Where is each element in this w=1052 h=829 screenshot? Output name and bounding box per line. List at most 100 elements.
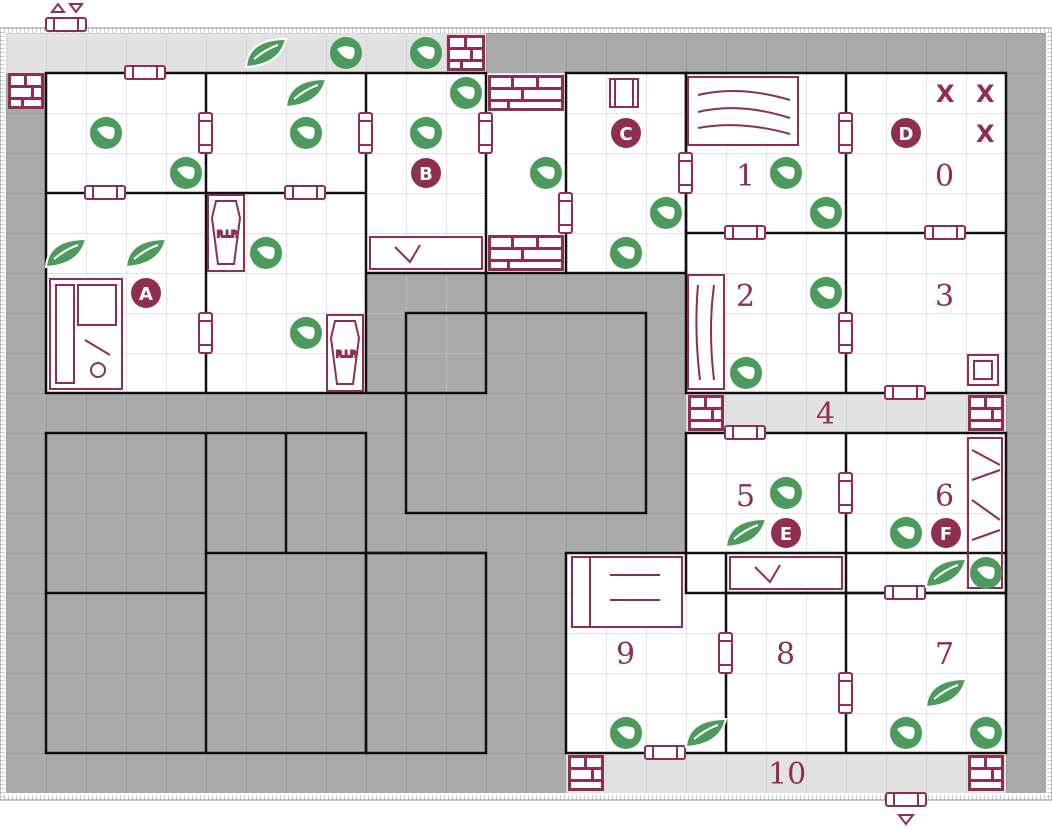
coffin: R.I.P.: [207, 194, 245, 272]
alchemy-table: [49, 278, 123, 390]
rack: [571, 556, 683, 628]
objective-marker-e[interactable]: E: [771, 518, 801, 548]
zombie-token[interactable]: [810, 277, 842, 309]
room-label: 7: [935, 637, 954, 672]
stone-wall-block: [968, 395, 1004, 431]
door[interactable]: [838, 112, 853, 154]
x-mark: X: [936, 80, 955, 108]
leaf-token[interactable]: [924, 677, 968, 709]
room-label: 8: [776, 637, 795, 672]
door[interactable]: [924, 225, 966, 240]
stone-blocks: [8, 35, 1004, 791]
zombie-token[interactable]: [610, 237, 642, 269]
exit-bottom[interactable]: [885, 792, 927, 826]
zombie-token[interactable]: [890, 717, 922, 749]
zombie-token[interactable]: [530, 157, 562, 189]
zombie-token[interactable]: [770, 157, 802, 189]
zombie-token[interactable]: [410, 37, 442, 69]
door[interactable]: [884, 385, 926, 400]
door[interactable]: [724, 425, 766, 440]
leaf-token[interactable]: [244, 37, 288, 69]
door[interactable]: [678, 152, 693, 194]
wooden-table: [687, 274, 725, 390]
objective-marker-f[interactable]: F: [931, 518, 961, 548]
door[interactable]: [198, 312, 213, 354]
corridors: [6, 33, 1006, 793]
objective-marker-d[interactable]: D: [891, 118, 921, 148]
token-layer: [44, 37, 1002, 749]
x-mark: X: [976, 120, 995, 148]
chest: [609, 78, 639, 108]
svg-text:R.I.P.: R.I.P.: [217, 230, 238, 240]
stairs-up-down-icon: [45, 2, 87, 32]
doors: [84, 65, 966, 760]
room-label: 4: [816, 397, 835, 432]
zombie-token[interactable]: [330, 37, 362, 69]
coffin: R.I.P.: [326, 314, 364, 392]
room-label: 5: [736, 479, 755, 514]
room-label: 6: [935, 479, 954, 514]
svg-text:A: A: [139, 284, 153, 305]
objective-marker-c[interactable]: C: [611, 118, 641, 148]
door[interactable]: [124, 65, 166, 80]
zombie-token[interactable]: [970, 717, 1002, 749]
door[interactable]: [284, 185, 326, 200]
leaf-token[interactable]: [124, 237, 168, 269]
zombie-token[interactable]: [810, 197, 842, 229]
door[interactable]: [718, 632, 733, 674]
door[interactable]: [838, 672, 853, 714]
stairs-down-icon: [885, 792, 927, 826]
door[interactable]: [884, 585, 926, 600]
stone-wall-block: [488, 235, 564, 271]
door[interactable]: [838, 312, 853, 354]
leaf-token[interactable]: [44, 237, 88, 269]
zombie-token[interactable]: [250, 237, 282, 269]
stone-wall-block: [968, 755, 1004, 791]
leaf-token[interactable]: [284, 77, 328, 109]
zombie-token[interactable]: [290, 117, 322, 149]
door[interactable]: [84, 185, 126, 200]
x-marks: X X X: [936, 80, 995, 148]
zombie-token[interactable]: [170, 157, 202, 189]
door[interactable]: [558, 192, 573, 234]
exit-top[interactable]: [45, 2, 87, 32]
svg-text:R.I.P.: R.I.P.: [336, 350, 357, 360]
door[interactable]: [358, 112, 373, 154]
room-label: 10: [768, 757, 806, 792]
bench: [369, 236, 483, 270]
zombie-token[interactable]: [890, 517, 922, 549]
door[interactable]: [838, 472, 853, 514]
svg-text:B: B: [419, 164, 433, 185]
objective-marker-a[interactable]: A: [131, 278, 161, 308]
door[interactable]: [644, 745, 686, 760]
zombie-token[interactable]: [410, 117, 442, 149]
zombie-token[interactable]: [970, 557, 1002, 589]
door[interactable]: [478, 112, 493, 154]
leaf-token[interactable]: [684, 717, 728, 749]
stone-wall-block: [447, 35, 485, 71]
zombie-token[interactable]: [650, 197, 682, 229]
door[interactable]: [724, 225, 766, 240]
zombie-token[interactable]: [290, 317, 322, 349]
zombie-token[interactable]: [450, 77, 482, 109]
x-mark: X: [976, 80, 995, 108]
room-labels: 0 1 2 3 4 5 6 7 8 9 10: [616, 159, 954, 792]
leaf-token[interactable]: [724, 517, 768, 549]
markers: A B C D E F: [131, 118, 961, 548]
door[interactable]: [198, 112, 213, 154]
stone-wall-block: [488, 75, 564, 111]
svg-text:E: E: [780, 524, 792, 545]
zombie-token[interactable]: [610, 717, 642, 749]
leaf-token[interactable]: [924, 557, 968, 589]
objective-marker-b[interactable]: B: [411, 158, 441, 188]
zombie-token[interactable]: [90, 117, 122, 149]
stone-wall-block: [8, 73, 44, 109]
zombie-token[interactable]: [730, 357, 762, 389]
room-label: 1: [736, 159, 755, 194]
room-label: 3: [935, 279, 954, 314]
zombie-token[interactable]: [770, 477, 802, 509]
room-label: 9: [616, 637, 635, 672]
room-label: 0: [935, 159, 954, 194]
bench: [729, 556, 843, 590]
